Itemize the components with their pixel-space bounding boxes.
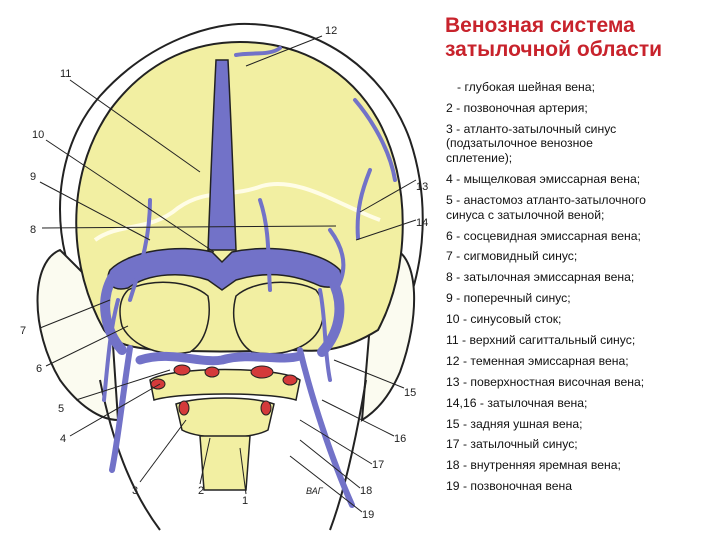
superficial-veins	[102, 46, 397, 402]
legend-item: 12 - теменная эмиссарная вена;	[446, 354, 716, 369]
legend-text: 3 - атланто-затылочный синус	[446, 121, 617, 136]
figure-label-2: 2	[198, 485, 204, 497]
legend-text: 17 - затылочный синус;	[446, 437, 578, 452]
legend-item: 19 - позвоночная вена	[446, 479, 716, 494]
vertebral-artery	[178, 400, 190, 416]
occipital-venous-system-illustration: 12 11 10 9 8 7 6 5 4 3 2 1 13 14 15 16 1…	[20, 22, 428, 531]
figure-label-10: 10	[32, 129, 44, 141]
leader-lines	[39, 35, 417, 513]
figure-label-14: 14	[416, 217, 428, 229]
legend-item: 15 - задняя ушная вена;	[446, 417, 716, 432]
legend-text: 12 - теменная эмиссарная вена;	[446, 353, 629, 368]
vertebral-artery	[260, 400, 272, 416]
page-title: Венозная система затылочной области	[445, 14, 715, 62]
head-outline	[59, 22, 424, 313]
figure-label-1: 1	[242, 495, 248, 507]
figure-label-17: 17	[372, 459, 384, 471]
legend-text: (подзатылочное венозное	[446, 136, 593, 151]
left-cerebellar-lobe	[119, 281, 210, 355]
figure-label-3: 3	[132, 485, 138, 497]
figure-label-15: 15	[404, 387, 416, 399]
legend-item: 9 - поперечный синус;	[446, 291, 716, 306]
legend-text: 6 - сосцевидная эмиссарная вена;	[446, 228, 641, 243]
atlanto-occipital-plexus	[135, 351, 305, 366]
vertebral-artery	[250, 365, 274, 379]
legend-item: 8 - затылочная эмиссарная вена;	[446, 270, 716, 285]
axis-vertebra	[175, 397, 275, 439]
legend-text: 2 - позвоночная артерия;	[446, 100, 588, 115]
figure-label-13: 13	[416, 181, 428, 193]
legend-item: 14,16 - затылочная вена;	[446, 396, 716, 411]
jugular-vein	[109, 345, 355, 508]
legend-text: 10 - синусовый сток;	[446, 312, 562, 327]
legend-item: 7 - сигмовидный синус;	[446, 249, 716, 264]
figure-label-19: 19	[362, 509, 374, 521]
legend-text: 5 - анастомоз атланто-затылочного	[446, 192, 646, 207]
artist-signature: ВАГ	[306, 486, 324, 496]
vertebral-artery	[150, 378, 166, 390]
legend-item: 5 - анастомоз атланто-затылочного синуса…	[446, 193, 716, 222]
cervical-spine	[199, 435, 251, 491]
legend-text: - глубокая шейная вена;	[457, 80, 595, 94]
legend-text: 11 - верхний сагиттальный синус;	[446, 333, 636, 348]
legend-text: 8 - затылочная эмиссарная вена;	[446, 270, 635, 285]
title-line-2: затылочной области	[445, 38, 663, 61]
legend-text: 18 - внутренняя яремная вена;	[446, 458, 621, 473]
legend-item: - глубокая шейная вена;	[446, 80, 716, 95]
legend-item: 11 - верхний сагиттальный синус;	[446, 333, 716, 348]
legend-text: 9 - поперечный синус;	[446, 291, 571, 306]
legend-text: сплетение);	[446, 151, 513, 166]
right-ear	[360, 246, 416, 422]
legend-item: 3 - атланто-затылочный синус (подзатылоч…	[446, 122, 716, 166]
vertebral-artery	[173, 364, 191, 376]
legend-text: 19 - позвоночная вена	[446, 479, 573, 494]
figure-label-5: 5	[58, 403, 64, 415]
figure-label-4: 4	[60, 433, 66, 445]
legend-text: 13 - поверхностная височная вена;	[446, 374, 645, 389]
figure-label-11: 11	[60, 68, 71, 80]
legend-text: синуса с затылочной веной;	[446, 207, 605, 222]
legend-item: 10 - синусовый сток;	[446, 312, 716, 327]
legend-list: - глубокая шейная вена; 2 - позвоночная …	[446, 80, 716, 500]
figure-label-18: 18	[360, 485, 372, 497]
legend-text: 14,16 - затылочная вена;	[446, 395, 588, 410]
legend-item: 2 - позвоночная артерия;	[446, 101, 716, 116]
figure-label-12: 12	[325, 25, 337, 37]
legend-item: 6 - сосцевидная эмиссарная вена;	[446, 229, 716, 244]
legend-text: 15 - задняя ушная вена;	[446, 416, 583, 431]
figure-label-7: 7	[20, 325, 26, 337]
right-cerebellar-lobe	[233, 281, 325, 355]
legend-text: 7 - сигмовидный синус;	[446, 249, 578, 264]
legend-item: 4 - мыщелковая эмиссарная вена;	[446, 172, 716, 187]
superior-sagittal-sinus	[207, 59, 237, 251]
figure-label-9: 9	[30, 171, 36, 183]
legend-text: 4 - мыщелковая эмиссарная вена;	[446, 172, 641, 187]
figure-label-8: 8	[30, 224, 36, 236]
legend-item: 17 - затылочный синус;	[446, 437, 716, 452]
title-line-1: Венозная система	[445, 14, 635, 37]
vertebral-artery	[204, 366, 220, 378]
legend-item: 18 - внутренняя яремная вена;	[446, 458, 716, 473]
figure-label-6: 6	[36, 363, 42, 375]
legend-item: 13 - поверхностная височная вена;	[446, 375, 716, 390]
vertebral-artery	[282, 374, 298, 386]
atlas-vertebra	[149, 368, 301, 401]
figure-label-16: 16	[394, 433, 406, 445]
